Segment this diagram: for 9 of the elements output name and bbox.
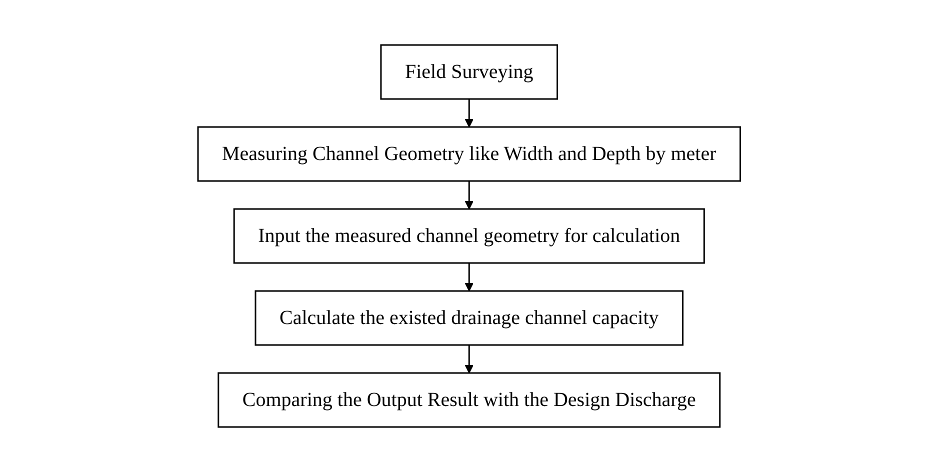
node-box: Comparing the Output Result with the Design Discharge — [218, 372, 721, 428]
node-box: Input the measured channel geometry for calculation — [234, 208, 706, 264]
node-box: Measuring Channel Geometry like Width and Depth by meter — [198, 126, 742, 182]
node-box: Field Surveying — [380, 44, 558, 100]
arrow — [465, 99, 474, 128]
arrow — [465, 345, 474, 374]
node-box: Calculate the existed drainage channel capacity — [255, 290, 684, 346]
arrow — [465, 181, 474, 210]
arrow — [465, 263, 474, 292]
